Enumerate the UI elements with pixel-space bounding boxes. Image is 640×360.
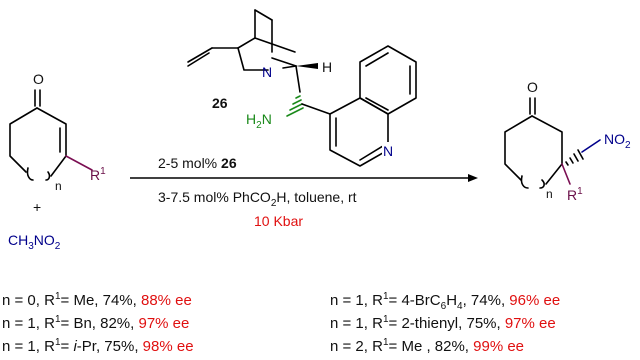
reactant-enone: O n R1 [9, 71, 106, 193]
product-bracket-right [539, 179, 545, 189]
conditions-line2: 3-7.5 mol% PhCO2H, toluene, rt [158, 189, 357, 209]
product-oxygen: O [527, 79, 538, 95]
reactant-oxygen: O [33, 71, 44, 87]
nitromethane-formula: CH3NO2 [8, 232, 61, 252]
plus-sign: + [33, 199, 41, 215]
n-label-mask [382, 142, 396, 158]
product-r-letter: R [567, 187, 577, 203]
nitromethane-sub2: 2 [55, 241, 61, 252]
conditions-solvent: H, toluene, rt [276, 189, 356, 205]
ring-bracket-right [45, 171, 51, 181]
results-list: n = 0, R1= Me, 74%, 88% ee n = 1, R1= Bn… [2, 291, 560, 355]
catalyst-hydrogen: H [322, 59, 332, 75]
result-row: n = 2, R1= Me , 82%, 99% ee [330, 337, 524, 355]
product-ring-left [504, 115, 533, 181]
product-n-index: n [546, 187, 553, 201]
product-r-bond [561, 163, 571, 185]
result-row: n = 1, R1= Bn, 82%, 97% ee [2, 314, 189, 332]
bond-to-quinoline [301, 103, 331, 115]
conditions-line1: 2-5 mol% 26 [158, 155, 237, 171]
cage-bond-f [282, 65, 297, 69]
result-row: n = 1, R1= 4-BrC6H4, 74%, 96% ee [330, 291, 560, 312]
result-row: n = 1, R1= 2-thienyl, 75%, 97% ee [330, 314, 556, 332]
vinyl-double-a [187, 47, 213, 63]
conditions-acid: 3-7.5 mol% PhCO [158, 189, 271, 205]
catalyst-ring-n: N [262, 64, 272, 80]
result-row: n = 1, R1= i-Pr, 75%, 98% ee [2, 337, 194, 355]
conditions-pressure: 10 Kbar [254, 213, 303, 229]
cage-bond-a [254, 9, 273, 21]
cage-bond-g [295, 65, 301, 93]
catalyst-amine: H2N [246, 111, 272, 131]
cage-bond-e [271, 57, 297, 67]
quinoline-db-2 [359, 145, 384, 161]
product-hashed-bond [565, 149, 584, 166]
ring-bracket-left [26, 167, 34, 181]
hashed-bond-nh2 [286, 95, 304, 117]
cage-bond-c [237, 47, 269, 71]
product-nitro: NO2 [604, 131, 631, 151]
reactant-r-superscript: 1 [100, 166, 106, 177]
product-ring-right [531, 115, 563, 185]
amine-n: N [262, 111, 272, 127]
reactant-n-index: n [55, 179, 62, 193]
ring-right-side [36, 107, 67, 177]
conditions-loading: 2-5 mol% [158, 155, 221, 171]
wedge-h [296, 63, 318, 69]
catalyst-label: 26 [212, 95, 228, 111]
vinyl-double-b [187, 52, 210, 67]
quinoline-nitrogen: N [383, 143, 393, 159]
cage-bond-b [237, 37, 256, 49]
catalyst-structure: H N H2N 26 N [187, 9, 417, 167]
quinoline-db-5 [365, 97, 389, 111]
nitromethane-no: NO [34, 232, 55, 248]
quinoline-benzo-ring [359, 45, 417, 115]
r-group-bond [65, 155, 93, 171]
quinoline-db-3 [365, 52, 389, 67]
product-bracket-left [520, 175, 529, 189]
nitromethane-ch: CH [8, 232, 28, 248]
conditions-catalyst-ref: 26 [221, 155, 237, 171]
reactant-r-group: R1 [90, 166, 106, 183]
ring-left-side [9, 107, 38, 173]
conditions-acid-sub: 2 [271, 198, 277, 209]
amine-sub: 2 [256, 120, 262, 131]
product-r-superscript: 1 [577, 186, 583, 197]
product-r-group: R1 [567, 186, 583, 203]
nitromethane-sub3: 3 [28, 241, 34, 252]
result-row: n = 0, R1= Me, 74%, 88% ee [2, 291, 192, 309]
reaction-arrow-head [468, 174, 478, 182]
product-nitro-sub: 2 [625, 140, 631, 151]
amine-h: H [246, 111, 256, 127]
product-nitro-no: NO [604, 131, 625, 147]
reactant-r-letter: R [90, 167, 100, 183]
product-ch2-bond [581, 139, 601, 153]
cage-bond-top [254, 9, 296, 53]
product-structure: NO2 O n R1 [504, 79, 631, 203]
